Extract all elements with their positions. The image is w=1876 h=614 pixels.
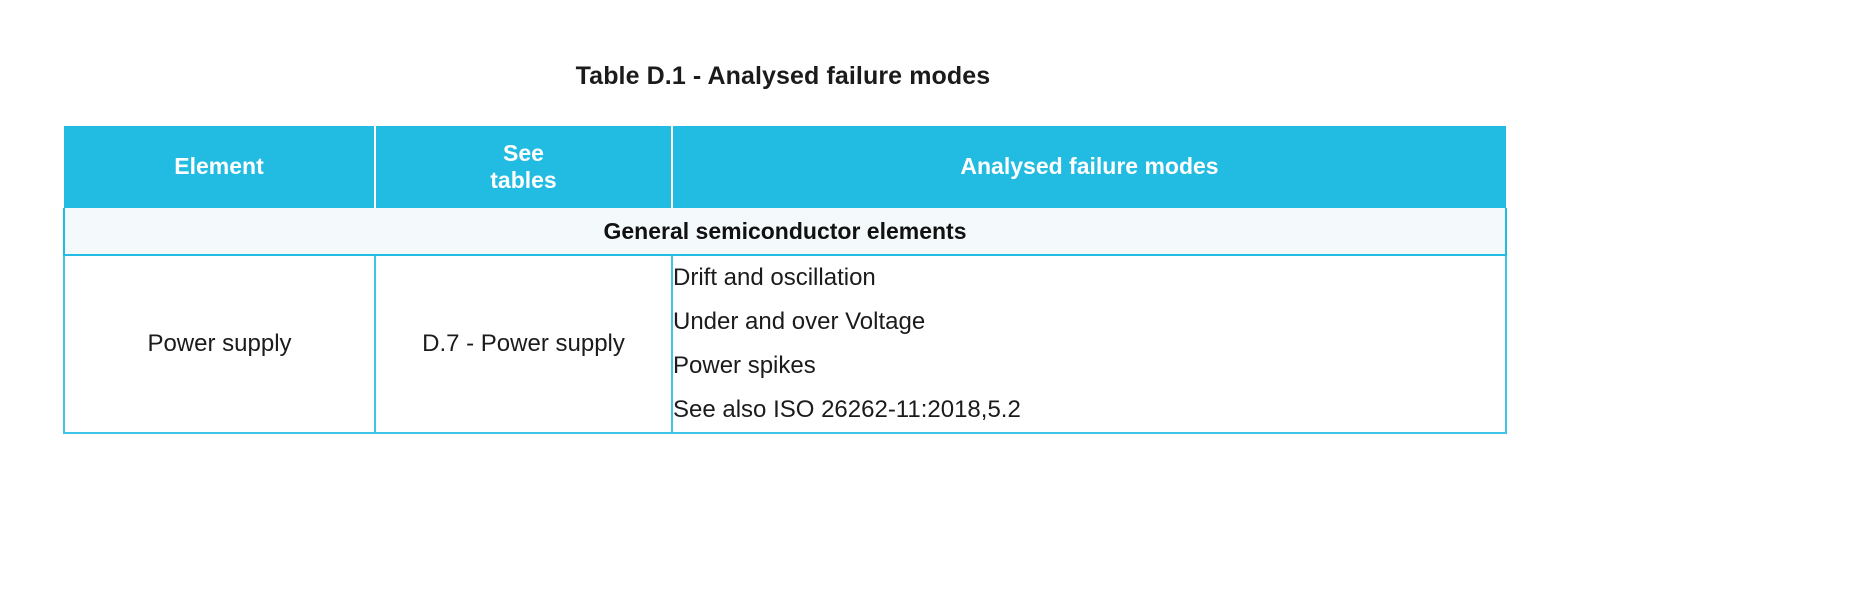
table-container: Element See tables Analysed failure mode…	[63, 126, 1507, 434]
table-header: Element See tables Analysed failure mode…	[64, 126, 1506, 208]
table-body: General semiconductor elements Power sup…	[63, 208, 1507, 434]
section-header-row: General semiconductor elements	[63, 208, 1507, 256]
section-title-label: General semiconductor elements	[603, 217, 967, 244]
failure-mode-item: See also ISO 26262-11:2018,5.2	[673, 396, 1021, 423]
table-row: Power supply D.7 - Power supply Drift an…	[63, 255, 1507, 434]
table-header-row: Element See tables Analysed failure mode…	[64, 126, 1506, 208]
cell-see-tables-label: D.7 - Power supply	[422, 330, 625, 357]
column-header-analysed-failure-modes-label: Analysed failure modes	[960, 153, 1219, 180]
cell-element-label: Power supply	[147, 330, 292, 357]
cell-see-tables: D.7 - Power supply	[374, 255, 673, 434]
failure-mode-item: Under and over Voltage	[673, 308, 926, 335]
column-header-see-tables: See tables	[375, 126, 673, 208]
column-header-see-tables-line1: See	[503, 139, 544, 166]
analysed-failure-modes-table: Element See tables Analysed failure mode…	[63, 126, 1507, 434]
cell-failure-modes: Drift and oscillation Under and over Vol…	[671, 255, 1507, 434]
table-caption: Table D.1 - Analysed failure modes	[575, 62, 991, 90]
column-header-element-label: Element	[174, 153, 264, 180]
cell-element: Power supply	[63, 255, 376, 434]
column-header-analysed-failure-modes: Analysed failure modes	[672, 126, 1506, 208]
failure-mode-item: Power spikes	[673, 352, 816, 379]
section-title: General semiconductor elements	[63, 208, 1507, 256]
failure-mode-item: Drift and oscillation	[673, 264, 876, 291]
column-header-element: Element	[64, 126, 376, 208]
column-header-see-tables-line2: tables	[490, 167, 557, 193]
